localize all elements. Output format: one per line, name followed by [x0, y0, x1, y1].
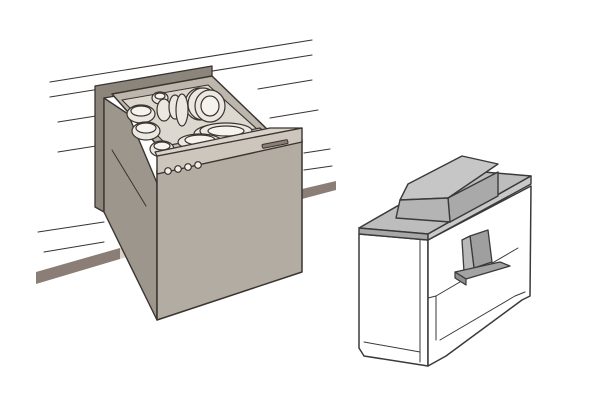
dish-bowls	[126, 91, 182, 158]
control-buttons	[164, 161, 202, 175]
side-panel-line	[111, 149, 147, 207]
control-button-icon	[174, 165, 182, 173]
power-button-icon	[164, 167, 172, 175]
fan-housing-front	[395, 197, 451, 223]
control-button-icon	[194, 161, 202, 169]
wall-lines	[37, 39, 333, 253]
dish-dryer-illustration	[358, 155, 532, 367]
control-button-icon	[184, 163, 192, 171]
dryer-column-base-front	[454, 271, 467, 286]
dryer-body-front	[358, 233, 429, 367]
indicator-slot	[261, 139, 289, 149]
dishwasher-illustration	[36, 39, 336, 321]
control-panel-top	[154, 127, 303, 157]
dryer-body-side	[427, 185, 532, 367]
